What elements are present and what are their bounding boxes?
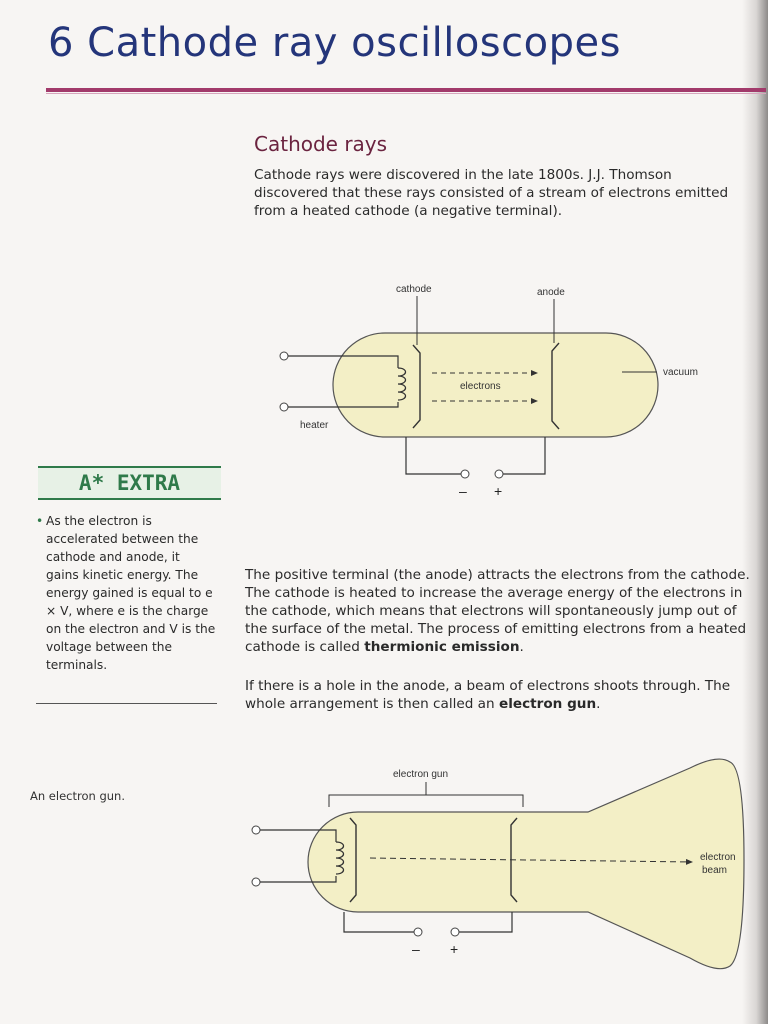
a-star-extra-body: As the electron is accelerated between t… xyxy=(46,514,216,672)
gun-label-minus: – xyxy=(412,941,420,957)
chapter-title: 6 Cathode ray oscilloscopes xyxy=(48,20,621,66)
label-electron-gun: electron gun xyxy=(393,769,448,780)
term-electron-gun: electron gun xyxy=(498,696,597,712)
heater-terminal-bottom xyxy=(279,402,289,412)
crt-tube-body xyxy=(307,758,745,970)
heater-wire-bottom xyxy=(288,402,399,408)
electron-beam-line xyxy=(369,857,693,865)
gun-cathode-wire xyxy=(343,912,414,933)
gun-heater-wire-top xyxy=(260,829,337,842)
gun-label-plus: + xyxy=(450,941,458,957)
a-star-extra-title: A* EXTRA xyxy=(78,471,181,495)
label-cathode: cathode xyxy=(396,284,432,295)
heater-coil-icon xyxy=(397,367,407,401)
paragraph-thermionic-text: The positive terminal (the anode) attrac… xyxy=(245,567,750,655)
heater-terminal-top xyxy=(279,351,289,361)
gun-heater-coil-icon xyxy=(335,841,345,875)
paragraph-electron-gun: If there is a hole in the anode, a beam … xyxy=(245,677,750,713)
negative-terminal xyxy=(460,469,470,479)
label-vacuum: vacuum xyxy=(663,367,698,378)
label-electron-beam-line1: electron xyxy=(700,852,736,863)
page-edge-shadow xyxy=(742,0,768,1024)
bullet-icon: • xyxy=(36,514,44,528)
gun-anode-wire xyxy=(459,912,513,933)
a-star-extra-text: • As the electron is accelerated between… xyxy=(36,512,216,674)
a-star-extra-rule xyxy=(36,703,217,704)
section-heading: Cathode rays xyxy=(254,132,388,156)
a-star-extra-header: A* EXTRA xyxy=(38,466,221,500)
gun-negative-terminal xyxy=(413,927,423,937)
gun-heater-terminal-top xyxy=(251,825,261,835)
term-thermionic-emission: thermionic emission xyxy=(364,639,520,655)
paragraph-electron-gun-text: If there is a hole in the anode, a beam … xyxy=(245,678,731,712)
chapter-title-rule xyxy=(46,88,766,92)
label-electrons: electrons xyxy=(460,381,501,392)
cathode-ray-tube-diagram: cathode anode electrons vacuum heater – … xyxy=(279,284,698,499)
vacuum-tube-body xyxy=(332,332,659,438)
label-electron-beam-line2: beam xyxy=(702,865,727,876)
label-anode: anode xyxy=(537,287,565,298)
cathode-plate xyxy=(412,344,421,429)
gun-positive-terminal xyxy=(450,927,460,937)
chapter-title-rule-thin xyxy=(46,93,766,94)
gun-heater-wire-bottom xyxy=(260,876,337,883)
positive-terminal xyxy=(494,469,504,479)
gun-heater-terminal-bottom xyxy=(251,877,261,887)
electron-gun-bracket xyxy=(328,794,524,807)
gun-cathode-plate xyxy=(349,817,357,903)
paragraph-intro: Cathode rays were discovered in the late… xyxy=(254,167,729,219)
figure-caption: An electron gun. xyxy=(30,789,125,803)
paragraph-electron-gun-end: . xyxy=(596,696,601,712)
label-minus: – xyxy=(459,483,467,499)
label-plus: + xyxy=(494,483,502,499)
paragraph-thermionic-end: . xyxy=(519,639,524,655)
electron-gun-diagram: electron gun electron beam – + xyxy=(251,758,745,970)
cathode-wire xyxy=(405,437,461,475)
anode-plate xyxy=(551,342,560,430)
heater-wire-top xyxy=(288,355,399,368)
anode-wire xyxy=(503,437,546,475)
label-heater: heater xyxy=(300,420,329,431)
paragraph-thermionic: The positive terminal (the anode) attrac… xyxy=(245,566,750,656)
